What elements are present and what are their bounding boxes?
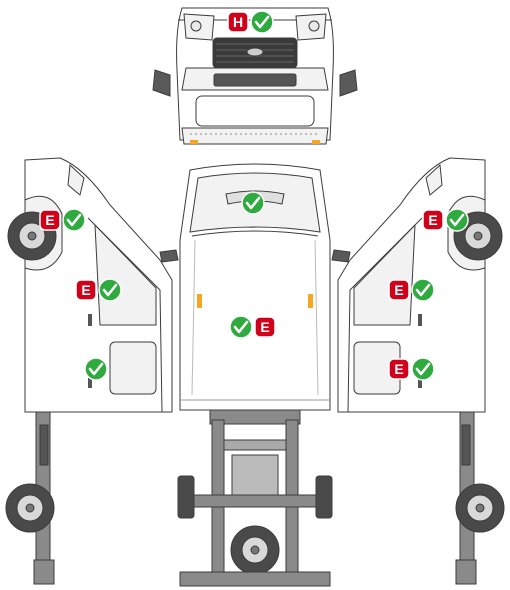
badge-letter: E: [260, 319, 269, 335]
badge-group-left-side-panel[interactable]: [84, 357, 108, 381]
badge-group-left-front-wheel[interactable]: E: [39, 208, 86, 232]
badge-group-right-front-wheel[interactable]: E: [422, 208, 469, 232]
check-icon[interactable]: [411, 278, 435, 302]
badge-group-top-hood[interactable]: [241, 191, 265, 215]
check-icon[interactable]: [98, 278, 122, 302]
badge-letter: E: [428, 212, 437, 228]
check-icon[interactable]: [445, 208, 469, 232]
badge-e-icon[interactable]: E: [39, 209, 61, 231]
badge-letter: E: [81, 282, 90, 298]
check-icon[interactable]: [229, 315, 253, 339]
check-icon[interactable]: [84, 357, 108, 381]
badge-h-icon[interactable]: H: [227, 11, 249, 33]
badge-e-icon[interactable]: E: [75, 279, 97, 301]
badge-letter: E: [45, 212, 54, 228]
front-view: [152, 7, 358, 145]
top-view: [159, 163, 351, 411]
badge-letter: E: [394, 282, 403, 298]
chassis-view: [177, 409, 333, 587]
check-icon[interactable]: [411, 357, 435, 381]
check-icon[interactable]: [62, 208, 86, 232]
badge-group-right-front-door[interactable]: E: [388, 278, 435, 302]
badge-e-icon[interactable]: E: [388, 358, 410, 380]
check-icon[interactable]: [250, 10, 274, 34]
badge-group-front-grille[interactable]: H: [227, 10, 274, 34]
badge-group-right-side-panel[interactable]: E: [388, 357, 435, 381]
badge-group-left-front-door[interactable]: E: [75, 278, 122, 302]
badge-letter: H: [233, 14, 243, 30]
check-icon[interactable]: [241, 191, 265, 215]
badge-layer: H E E E E E E: [39, 10, 469, 381]
badge-letter: E: [394, 361, 403, 377]
badge-e-icon[interactable]: E: [254, 316, 276, 338]
badge-group-top-roof[interactable]: E: [229, 315, 276, 339]
badge-e-icon[interactable]: E: [388, 279, 410, 301]
badge-e-icon[interactable]: E: [422, 209, 444, 231]
